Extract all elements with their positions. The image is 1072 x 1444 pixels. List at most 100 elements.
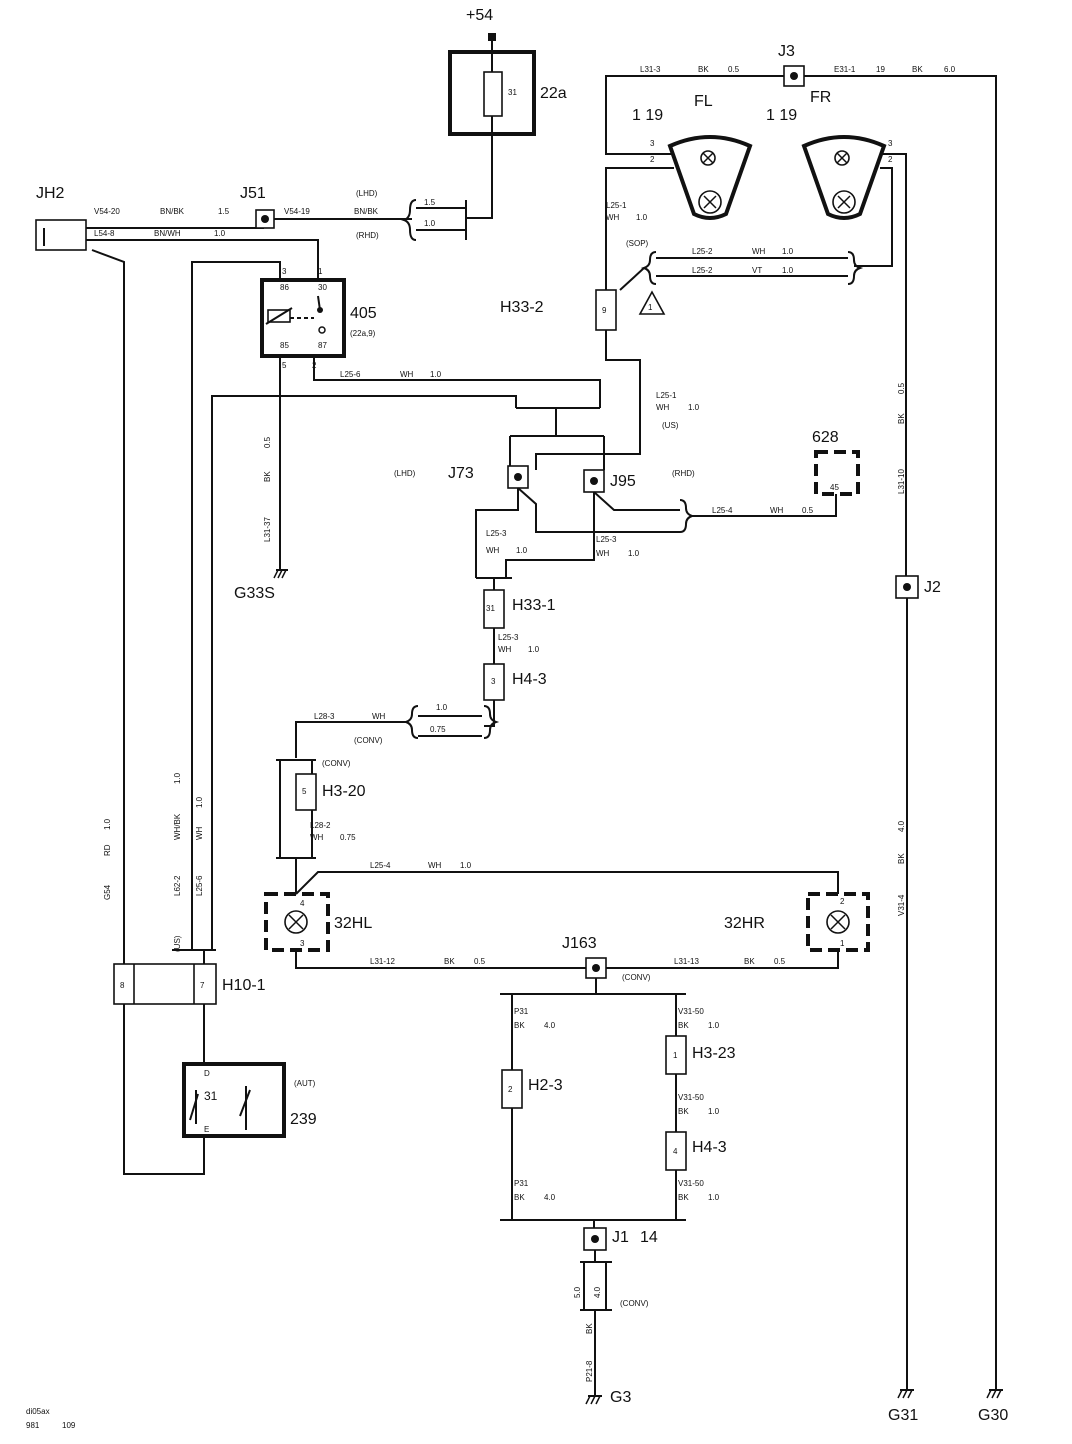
wire-p21-8: P21-8 [585, 1360, 594, 1382]
relay-pin-85: 85 [280, 341, 289, 350]
wire-v15: 1.5 [218, 207, 230, 216]
ground-g31-icon [897, 1389, 914, 1399]
wire-v10-l25-2b: 1.0 [782, 266, 794, 275]
ground-g30-icon [986, 1389, 1003, 1399]
fr-lamp-housing [801, 135, 887, 220]
wire-l25-2-b: L25-2 [692, 266, 713, 275]
wire-l31-10: L31-10 [897, 469, 906, 494]
wire-bk-g33: BK [263, 471, 272, 482]
wire-60: 6.0 [944, 65, 956, 74]
wire-v10-v31c: 1.0 [708, 1193, 720, 1202]
wire-19: 19 [876, 65, 885, 74]
wire-vt: VT [752, 266, 762, 275]
wire-p31-a: P31 [514, 1007, 529, 1016]
relay-405-sub: (22a,9) [350, 329, 376, 338]
j1-label: J1 [612, 1229, 629, 1246]
j73-label: J73 [448, 465, 474, 482]
wire-l31-3: L31-3 [640, 65, 661, 74]
us-label-1: (US) [662, 421, 679, 430]
g33s-label: G33S [234, 585, 275, 602]
wire-v54-19: V54-19 [284, 207, 310, 216]
relay-wire-1: 1 [318, 267, 323, 276]
supply-terminal [488, 33, 496, 41]
wire-v10-bundle: 1.0 [436, 703, 448, 712]
relay-pin-87: 87 [318, 341, 327, 350]
wire-l25-6: L25-6 [340, 370, 361, 379]
wire-wh-fl: WH [606, 213, 620, 222]
h33-2-label: H33-2 [500, 299, 544, 316]
hr-pin-1: 1 [840, 939, 845, 948]
wire-wh-l25-2: WH [752, 247, 766, 256]
switch-label-e: E [204, 1125, 209, 1134]
j163-label: J163 [562, 935, 597, 952]
wire-l25-2-a: L25-2 [692, 247, 713, 256]
wire-v54-20: V54-20 [94, 207, 120, 216]
wire-wh-l25-6b: WH [195, 826, 204, 840]
c628-pin: 45 [830, 483, 839, 492]
wire-bk-l31-13: BK [744, 957, 755, 966]
wire-g54: G54 [103, 884, 112, 900]
conv-label-3: (CONV) [622, 973, 651, 982]
g30-label: G30 [978, 1407, 1008, 1424]
wire-05-628: 0.5 [802, 506, 814, 515]
wire-l25-3-c: L25-3 [498, 633, 519, 642]
fl-lamp-housing [667, 135, 753, 220]
wire-v10-l25-3c: 1.0 [528, 645, 540, 654]
wire-l28-3: L28-3 [314, 712, 335, 721]
h3-20-pin: 5 [302, 787, 307, 796]
wire-075-l28-2: 0.75 [340, 833, 356, 842]
wire-v10-v31a: 1.0 [708, 1021, 720, 1030]
relay-pin-30: 30 [318, 283, 327, 292]
h3-20-connector [295, 773, 317, 811]
conv-label-1: (CONV) [354, 736, 383, 745]
j95-label: J95 [610, 473, 636, 490]
ground-g3-icon [585, 1395, 602, 1405]
c628-label: 628 [812, 429, 839, 446]
wire-40-p31a: 4.0 [544, 1021, 556, 1030]
rhd-label-1: (RHD) [356, 231, 379, 240]
wire-bnbk: BN/BK [160, 207, 185, 216]
wire-l25-4-a: L25-4 [712, 506, 733, 515]
wire-v10-l25-4b: 1.0 [460, 861, 472, 870]
wire-wh-l25-3c: WH [498, 645, 512, 654]
wire-wh-l25-3b: WH [596, 549, 610, 558]
h2-3-label: H2-3 [528, 1077, 563, 1094]
switch-label-d: D [204, 1069, 210, 1078]
fuse-number: 31 [508, 88, 517, 97]
wire-v10-l25-1b: 1.0 [688, 403, 700, 412]
wire-bnwh: BN/WH [154, 229, 181, 238]
wire-bnbk-2: BN/BK [354, 207, 379, 216]
fl-label: FL [694, 93, 713, 110]
jh2-label: JH2 [36, 185, 65, 202]
hl-pin-3: 3 [300, 939, 305, 948]
footer-code: di05ax [26, 1407, 50, 1416]
wire-v10-g54: 1.0 [103, 818, 112, 830]
relay-wire-3: 3 [282, 267, 287, 276]
wire-l31-13: L31-13 [674, 957, 699, 966]
lamp-119-right: 1 19 [766, 107, 797, 124]
fuse-element [483, 71, 503, 117]
fr-pin-2: 2 [888, 155, 893, 164]
wire-05-l31-12: 0.5 [474, 957, 486, 966]
g31-label: G31 [888, 1407, 918, 1424]
wire-bk-j2b: BK [897, 853, 906, 864]
wire-l54-8: L54-8 [94, 229, 115, 238]
wire-e31-1: E31-1 [834, 65, 856, 74]
wire-bk-v31a: BK [678, 1021, 689, 1030]
wire-v10-a: 1.0 [214, 229, 226, 238]
wire-l25-1-a: L25-1 [606, 201, 627, 210]
wire-50-g3: 5.0 [573, 1286, 582, 1298]
h33-2-pin: 9 [602, 306, 607, 315]
ground-g33s-icon [273, 569, 288, 579]
wire-v10-b: 1.0 [424, 219, 436, 228]
g3-label: G3 [610, 1389, 631, 1406]
wire-bk-g3: BK [585, 1323, 594, 1334]
switch-239-box [182, 1062, 286, 1138]
wire-v10-fl: 1.0 [636, 213, 648, 222]
j51-label: J51 [240, 185, 266, 202]
h3-23-label: H3-23 [692, 1045, 736, 1062]
warning-triangle-number: 1 [648, 303, 653, 312]
h3-23-pin: 1 [673, 1051, 678, 1060]
wire-bk-p31a: BK [514, 1021, 525, 1030]
